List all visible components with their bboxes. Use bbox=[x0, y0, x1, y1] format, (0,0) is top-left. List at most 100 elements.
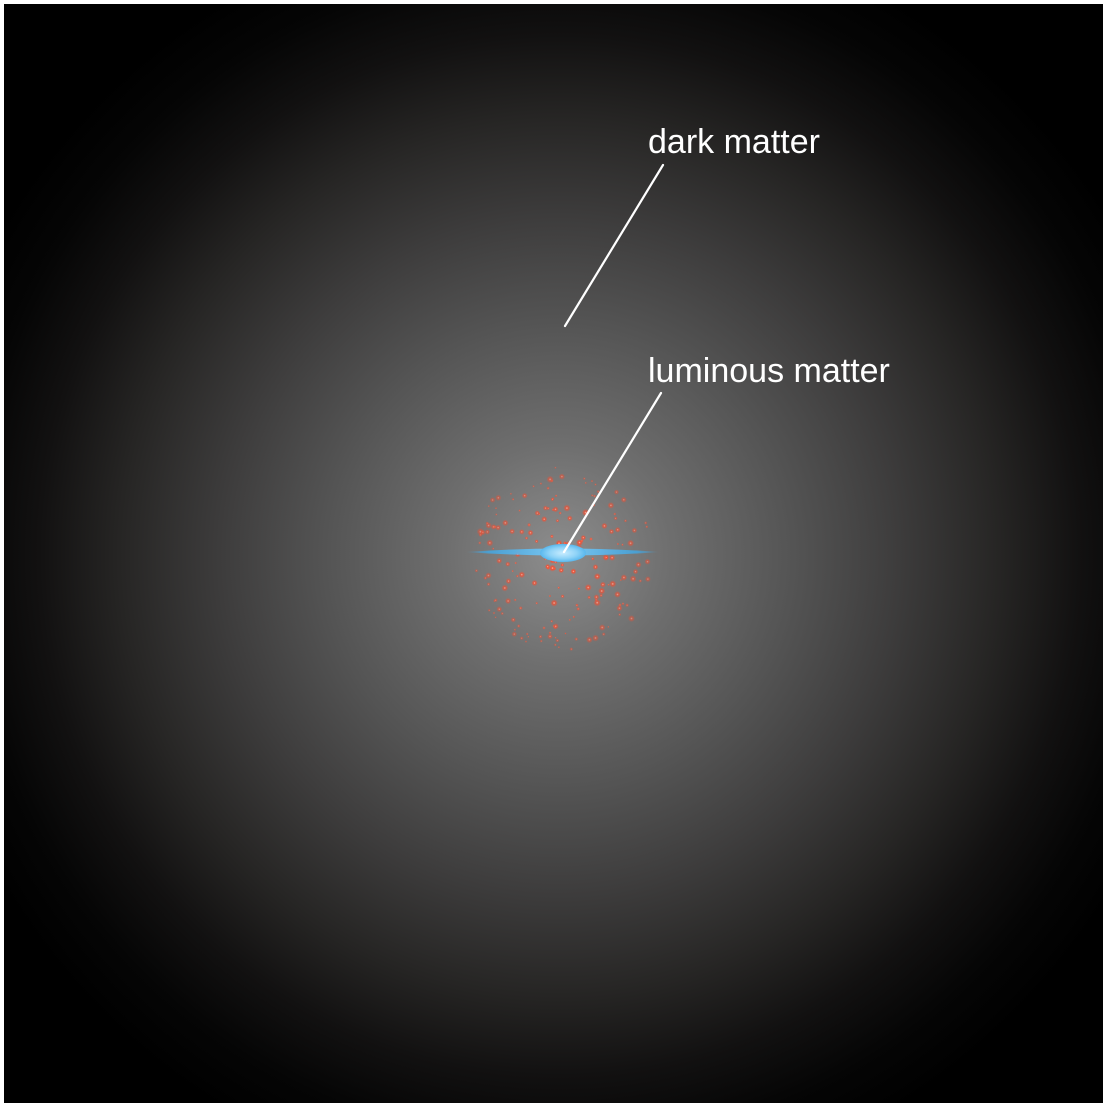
star-dot bbox=[549, 534, 554, 539]
star-dot bbox=[608, 554, 616, 561]
star-dot bbox=[513, 628, 517, 632]
star-dot bbox=[478, 541, 482, 545]
star-dot bbox=[590, 494, 594, 497]
star-dot bbox=[495, 494, 502, 501]
star-dot bbox=[542, 626, 546, 630]
star-dot bbox=[515, 574, 519, 578]
star-dot bbox=[539, 639, 543, 643]
star-dot bbox=[546, 486, 550, 490]
star-dot bbox=[607, 625, 610, 629]
star-dot bbox=[524, 640, 528, 643]
star-dot bbox=[613, 489, 620, 495]
star-dot bbox=[577, 587, 581, 590]
star-dot bbox=[552, 623, 559, 630]
star-dot bbox=[569, 647, 574, 651]
star-dot bbox=[564, 632, 567, 635]
star-dot bbox=[620, 574, 628, 581]
star-dot bbox=[607, 501, 615, 509]
star-dot bbox=[598, 587, 606, 595]
star-dot bbox=[560, 594, 565, 599]
star-dot bbox=[592, 564, 599, 570]
star-dot bbox=[535, 601, 539, 605]
star-dot bbox=[563, 504, 571, 512]
star-dot bbox=[525, 632, 529, 636]
star-dot bbox=[614, 526, 621, 533]
star-dot bbox=[496, 557, 503, 564]
star-dot bbox=[638, 579, 643, 583]
star-dot bbox=[621, 543, 624, 547]
star-dot bbox=[505, 578, 512, 585]
star-dot bbox=[504, 597, 512, 605]
star-dot bbox=[486, 539, 494, 547]
star-dot bbox=[493, 598, 498, 603]
star-dot bbox=[613, 512, 617, 516]
star-dot bbox=[511, 497, 515, 501]
star-dot bbox=[590, 479, 594, 483]
star-dot bbox=[575, 603, 579, 608]
star-dot bbox=[644, 558, 651, 565]
star-dot bbox=[496, 606, 503, 613]
star-dot bbox=[489, 497, 496, 503]
star-dot bbox=[618, 613, 622, 617]
star-dot bbox=[560, 563, 565, 567]
star-dot bbox=[487, 608, 491, 612]
star-dot bbox=[538, 634, 543, 639]
star-dot bbox=[547, 633, 553, 640]
star-dot bbox=[566, 515, 573, 522]
star-dot bbox=[593, 594, 600, 600]
star-dot bbox=[509, 528, 516, 535]
star-dot bbox=[613, 516, 618, 521]
star-dot bbox=[625, 603, 630, 608]
star-dot bbox=[501, 584, 509, 592]
star-dot bbox=[486, 582, 491, 587]
dark-matter-label: dark matter bbox=[648, 123, 820, 161]
star-dot bbox=[598, 624, 606, 631]
star-dot bbox=[584, 481, 587, 485]
star-dot bbox=[550, 599, 558, 607]
star-dot bbox=[558, 511, 562, 515]
star-dot bbox=[550, 497, 555, 502]
star-dot bbox=[599, 581, 606, 588]
star-dot bbox=[509, 492, 513, 495]
star-dot bbox=[558, 473, 566, 480]
star-dot bbox=[632, 568, 639, 575]
star-dot bbox=[519, 636, 524, 641]
star-dot bbox=[627, 614, 636, 623]
star-dot bbox=[474, 568, 479, 573]
star-dot bbox=[629, 575, 637, 583]
star-dot bbox=[524, 536, 529, 540]
star-dot bbox=[557, 586, 560, 589]
star-dot bbox=[608, 528, 615, 535]
star-dot bbox=[544, 563, 551, 570]
star-dot bbox=[476, 527, 485, 536]
star-dot bbox=[631, 527, 638, 534]
star-dot bbox=[518, 571, 526, 579]
star-dot bbox=[518, 509, 521, 512]
star-dot bbox=[554, 494, 558, 498]
star-dot bbox=[568, 618, 572, 622]
star-dot bbox=[576, 607, 581, 611]
luminous-matter-label: luminous matter bbox=[648, 352, 890, 390]
star-dot bbox=[558, 567, 565, 574]
star-dot bbox=[616, 604, 623, 612]
star-dot bbox=[574, 637, 579, 641]
star-dot bbox=[500, 611, 504, 616]
star-dot bbox=[541, 516, 548, 523]
star-dot bbox=[594, 483, 597, 486]
star-dot bbox=[627, 539, 635, 547]
star-dot bbox=[570, 568, 577, 575]
star-dot bbox=[516, 624, 521, 628]
star-dot bbox=[555, 518, 560, 523]
star-dot bbox=[527, 529, 534, 536]
star-dot bbox=[527, 522, 532, 527]
star-dot bbox=[548, 631, 552, 635]
galactic-bulge bbox=[540, 544, 586, 562]
luminous-matter-leader-line bbox=[562, 391, 663, 554]
star-dot bbox=[555, 638, 560, 643]
star-dot bbox=[593, 572, 601, 581]
star-dot bbox=[608, 580, 617, 588]
star-dot bbox=[563, 541, 567, 545]
star-dot bbox=[493, 525, 497, 529]
star-dot bbox=[532, 485, 535, 488]
